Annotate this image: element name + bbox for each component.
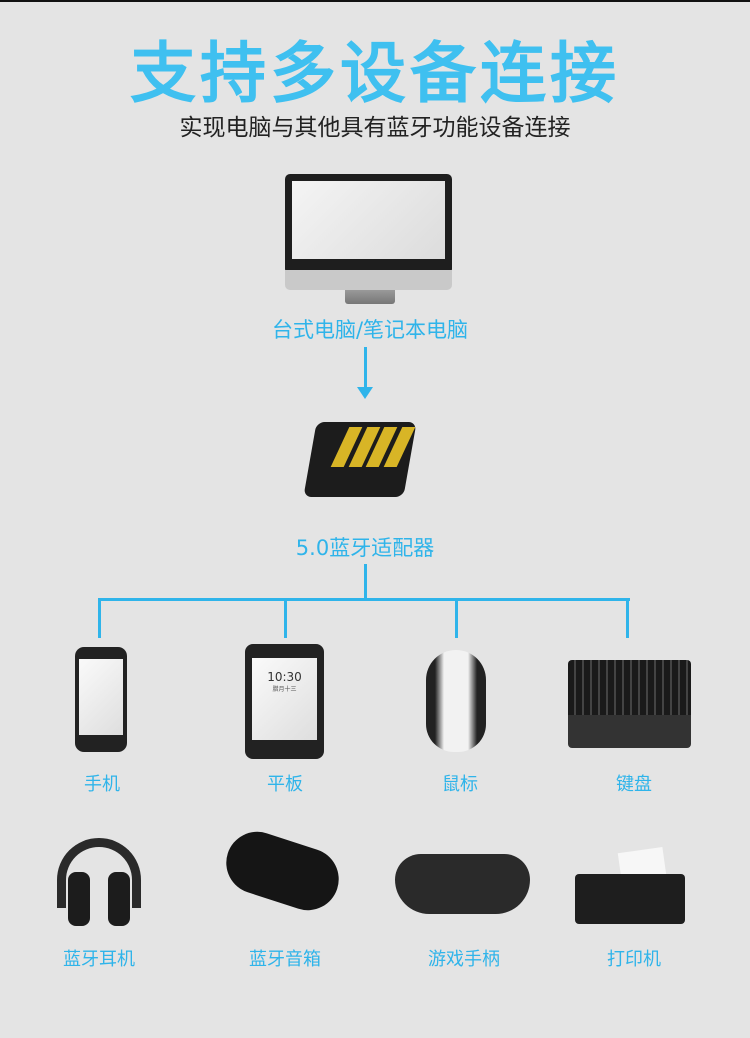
monitor-chin [285,270,452,290]
gamepad-icon [395,854,530,914]
monitor-icon [285,174,452,274]
tree-drop-2 [284,598,287,638]
device-label-gamepad: 游戏手柄 [428,949,500,970]
printer-icon [575,874,685,924]
tablet-time: 10:30 [267,670,302,684]
speaker-icon [218,823,347,919]
tablet-icon: 10:30 腊月十三 [245,644,324,759]
phone-icon [75,647,127,752]
device-label-keyboard: 键盘 [616,774,652,795]
computer-label: 台式电脑/笔记本电脑 [271,318,469,342]
keyboard-icon [568,660,691,748]
device-label-mouse: 鼠标 [442,774,478,795]
adapter-label: 5.0蓝牙适配器 [295,536,435,560]
device-label-headphones: 蓝牙耳机 [63,949,135,970]
device-label-phone: 手机 [84,774,120,795]
usb-pins [330,427,415,467]
device-label-printer: 打印机 [607,949,661,970]
device-label-tablet: 平板 [267,774,303,795]
page-title: 支持多设备连接 [130,35,620,112]
tree-trunk [364,564,367,600]
headphones-icon [57,838,141,908]
headphones-right-cup [108,872,130,926]
tablet-date: 腊月十三 [272,686,297,693]
page-subtitle: 实现电脑与其他具有蓝牙功能设备连接 [179,115,571,141]
tree-drop-4 [626,598,629,638]
mouse-icon [426,650,486,752]
monitor-stand [345,290,395,304]
arrow-line [364,347,367,389]
headphones-left-cup [68,872,90,926]
arrow-down-icon [357,387,373,399]
tree-drop-1 [98,598,101,638]
device-label-speaker: 蓝牙音箱 [249,949,321,970]
tree-branch [98,598,630,601]
tree-drop-3 [455,598,458,638]
